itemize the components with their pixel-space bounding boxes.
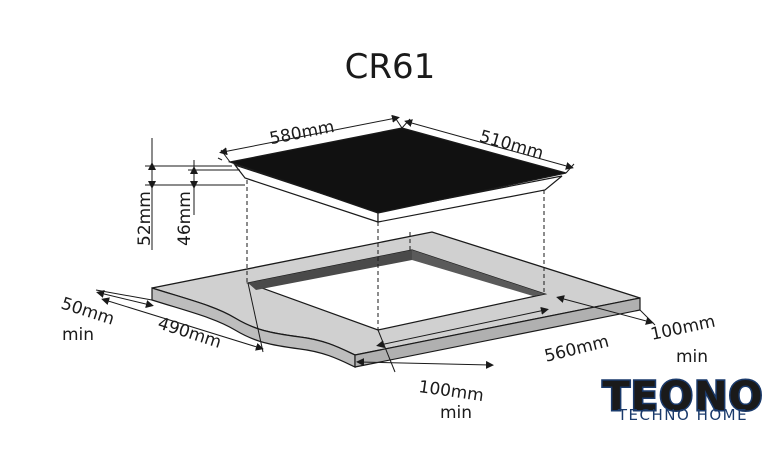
cutout-inner-wall-back bbox=[248, 250, 412, 290]
brand-tagline: TECHNO HOME bbox=[617, 406, 748, 424]
dimension-lines bbox=[95, 114, 656, 373]
projection-lines bbox=[246, 180, 545, 330]
cutout-inner-wall-right bbox=[412, 250, 545, 296]
cooktop-side-right bbox=[377, 175, 563, 223]
clearance-right-value: 100mm bbox=[649, 312, 717, 345]
clearance-front-min: min bbox=[440, 403, 472, 423]
height-body-label: 46mm bbox=[175, 191, 195, 246]
brand-logo: TEONO TECHNO HOME bbox=[601, 373, 764, 425]
cutout-width-label: 560mm bbox=[543, 332, 611, 367]
brand-name: TEONO bbox=[602, 374, 763, 420]
clearance-front-value: 100mm bbox=[417, 377, 485, 406]
clearance-right-min: min bbox=[676, 347, 708, 367]
clearance-left-min: min bbox=[62, 325, 94, 345]
height-total-label: 52mm bbox=[135, 191, 155, 246]
model-title: CR61 bbox=[345, 47, 436, 87]
